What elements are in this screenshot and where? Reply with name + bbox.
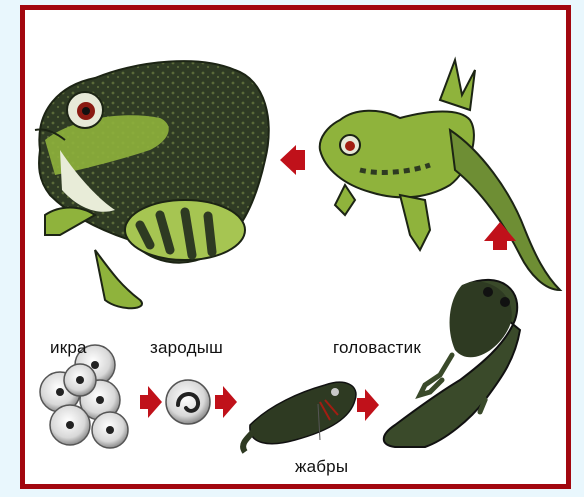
- eggs-cluster: [40, 345, 128, 448]
- label-eggs: икра: [50, 338, 87, 358]
- adult-frog: [35, 61, 269, 308]
- arrow-embryo-to-tadpole: [215, 386, 237, 418]
- embryo: [166, 380, 210, 424]
- froglet: [320, 60, 560, 290]
- label-embryo: зародыш: [150, 338, 223, 358]
- arrow-left-to-frog: [280, 145, 305, 175]
- arrow-eggs-to-embryo: [140, 386, 162, 418]
- label-tadpole: головастик: [333, 338, 421, 358]
- young-tadpole: [243, 382, 356, 452]
- arrow-tadpole-to-legged: [357, 389, 379, 421]
- label-gills: жабры: [295, 457, 348, 477]
- tadpole-with-legs: [384, 280, 520, 447]
